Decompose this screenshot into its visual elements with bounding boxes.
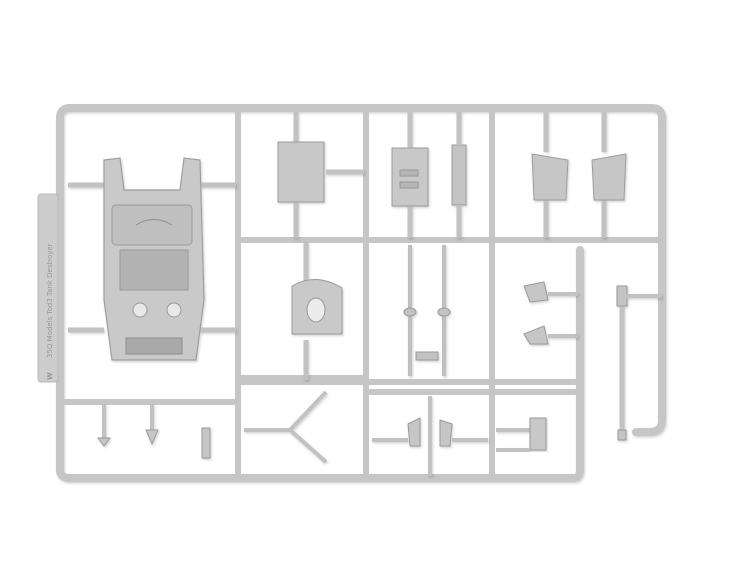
- sprue-label-text: 35Q Models Tod3 Tank Destroyer: [46, 243, 54, 358]
- sprue-label-tab: W 35Q Models Tod3 Tank Destroyer: [37, 193, 59, 383]
- inner-runners: [57, 107, 665, 481]
- plate-part-1: [277, 112, 364, 238]
- gun-mantlet-part: [291, 242, 343, 380]
- small-parts-bottom-left: [97, 404, 211, 459]
- fender-parts: [372, 396, 488, 476]
- cross-frame-part: [244, 390, 328, 464]
- hatch-part: [496, 417, 547, 452]
- hull-part: [68, 157, 236, 361]
- outer-runner: [56, 104, 666, 482]
- gun-barrel-part: [616, 285, 662, 441]
- suspension-parts: [403, 245, 451, 376]
- sprue-letter: W: [46, 372, 54, 380]
- bracket-parts: [523, 281, 578, 345]
- plate-part-2: [391, 112, 467, 238]
- armor-plate-parts: [531, 112, 627, 238]
